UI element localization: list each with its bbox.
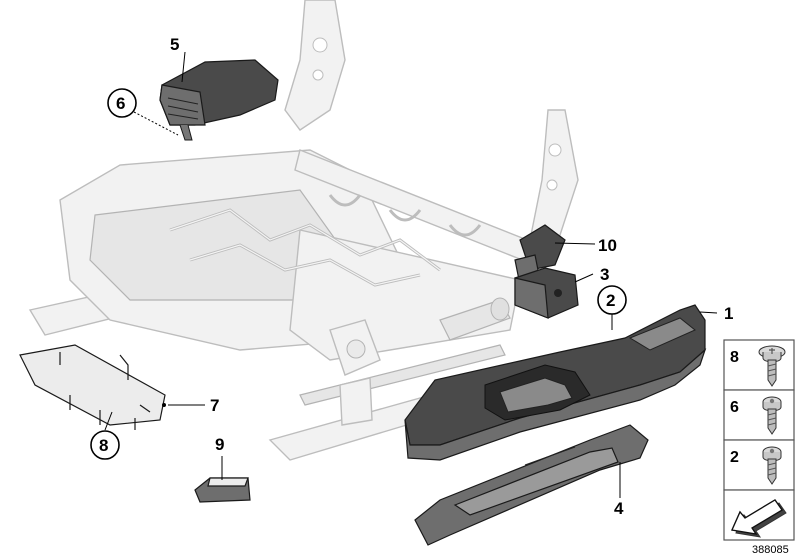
torx-screw-icon [762, 446, 782, 485]
part-5-side-cover [159, 59, 279, 141]
washer-head-screw-icon [758, 345, 786, 387]
callout-8-ring [90, 430, 120, 460]
torx-screw-icon [762, 396, 782, 435]
callout-8: 8 [99, 436, 108, 455]
fastener-legend: 8 6 2 [723, 339, 795, 541]
callout-5: 5 [170, 35, 179, 54]
part-9-clip [194, 477, 251, 503]
callout-2-ring [597, 285, 627, 315]
callout-9: 9 [215, 435, 224, 454]
legend-row-6 [723, 389, 795, 441]
callout-7: 7 [210, 396, 219, 415]
callout-labels: 5 6 10 3 2 1 7 8 9 4 [90, 35, 733, 518]
callout-2: 2 [606, 291, 615, 310]
part-8-bracket-plate [19, 344, 166, 430]
legend-label-8: 8 [730, 349, 739, 366]
callout-3: 3 [600, 265, 609, 284]
part-3-motor-cover [514, 267, 579, 319]
part-4-rail-cover [414, 424, 649, 546]
part-1-outer-trim-panel [404, 304, 707, 461]
legend-label-2: 2 [730, 449, 739, 466]
callout-6: 6 [116, 94, 125, 113]
document-number: 388085 [752, 544, 789, 556]
callout-1: 1 [724, 304, 733, 323]
legend-row-2 [723, 439, 795, 491]
callout-4: 4 [614, 499, 624, 518]
seat-frame-background [28, 0, 579, 461]
legend-label-6: 6 [730, 399, 739, 416]
direction-arrow-icon [731, 499, 787, 538]
leader-lines [104, 51, 718, 498]
callout-10: 10 [598, 236, 617, 255]
callout-6-ring [107, 88, 137, 118]
